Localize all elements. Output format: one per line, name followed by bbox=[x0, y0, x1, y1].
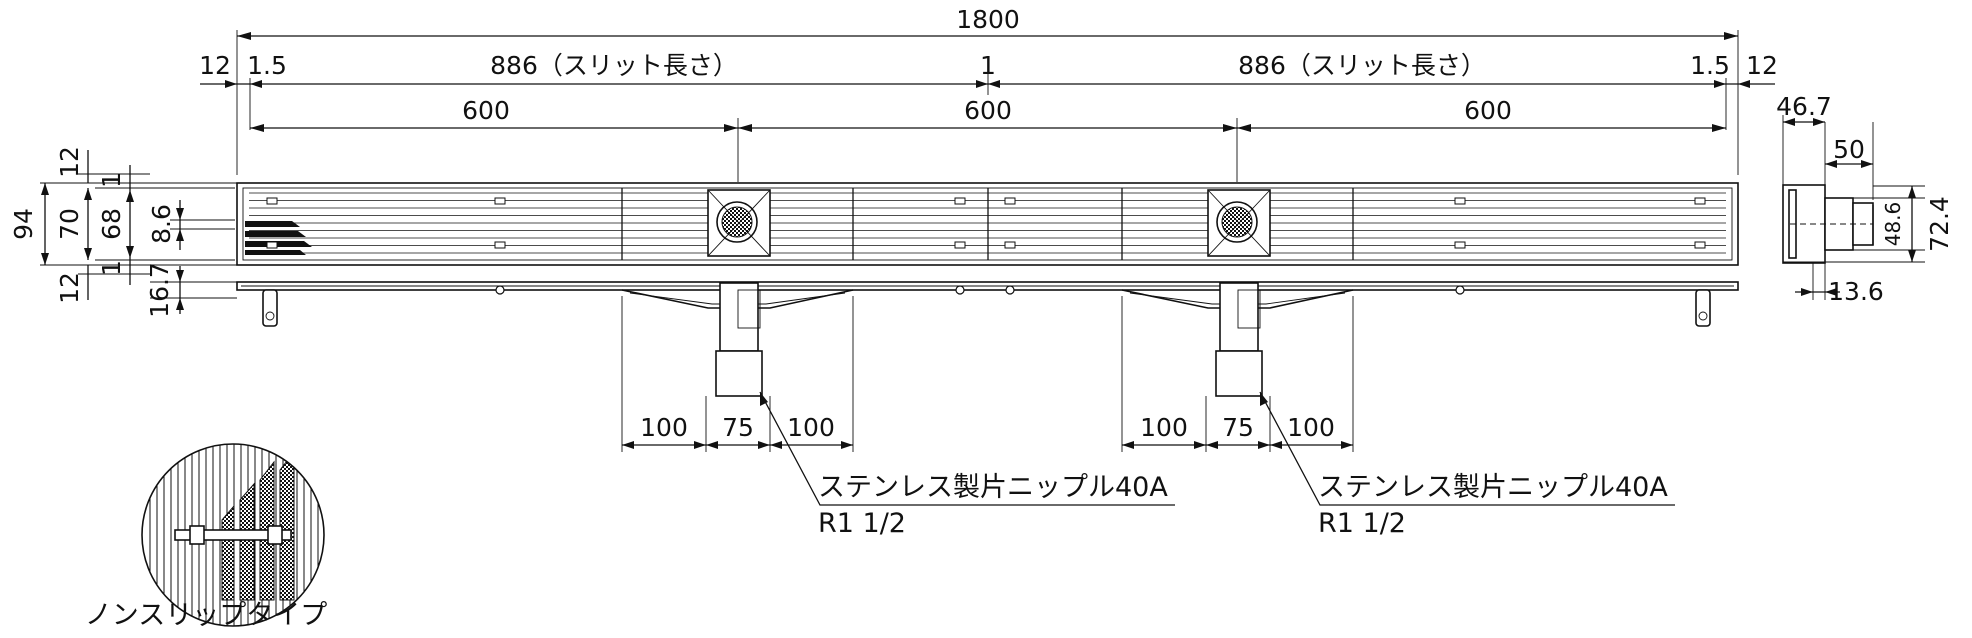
dim-end-gap-left: 12 bbox=[199, 51, 231, 80]
dim-outlet-right-b: 75 bbox=[1222, 413, 1254, 442]
grate-clip bbox=[1004, 197, 1016, 205]
detail-caption: ノンスリップタイプ bbox=[85, 600, 327, 631]
dim-side-depth: 50 bbox=[1833, 135, 1865, 164]
dim-lip-bottom: 1 bbox=[97, 260, 126, 276]
left-width-dimensions bbox=[40, 150, 237, 300]
grate-clip bbox=[494, 197, 506, 205]
dim-slit-length-left: 886（スリット長さ） bbox=[490, 51, 738, 80]
dim-slit-length-right: 886（スリット長さ） bbox=[1238, 51, 1486, 80]
dim-outlet-right-c: 100 bbox=[1287, 413, 1335, 442]
dim-end-offset-left: 1.5 bbox=[247, 51, 287, 80]
plan-outlet-right bbox=[1207, 189, 1271, 257]
non-slip-hatch bbox=[245, 221, 312, 255]
frame-bolt bbox=[955, 285, 965, 295]
top-dimension-lines bbox=[200, 30, 1775, 182]
grate-clip bbox=[1454, 241, 1466, 249]
dim-outlet-left-b: 75 bbox=[722, 413, 754, 442]
grate-clip bbox=[266, 241, 278, 249]
dim-outlet-right-a: 100 bbox=[1140, 413, 1188, 442]
note-thread-right: R1 1/2 bbox=[1318, 508, 1406, 539]
dim-frame-height: 16.7 bbox=[145, 262, 174, 318]
grate-clip bbox=[1454, 197, 1466, 205]
grate-clip bbox=[1694, 197, 1706, 205]
dim-slot-width: 8.6 bbox=[147, 204, 176, 244]
dim-inner-width: 70 bbox=[55, 208, 84, 240]
dim-flange-bottom: 12 bbox=[55, 272, 84, 304]
plan-outlet-left bbox=[707, 189, 771, 257]
outlet-dimension-lines bbox=[621, 296, 1675, 506]
dim-end-gap-right: 12 bbox=[1746, 51, 1778, 80]
dim-center-gap: 1 bbox=[980, 51, 996, 80]
side-section-view bbox=[1782, 115, 1925, 300]
grate-clip bbox=[1694, 241, 1706, 249]
dim-pitch-2: 600 bbox=[964, 96, 1012, 125]
dim-side-pipe: 48.6 bbox=[1881, 202, 1905, 247]
grate-clip bbox=[494, 241, 506, 249]
elevation-view bbox=[150, 266, 1739, 397]
dim-lip-top: 1 bbox=[97, 172, 126, 188]
note-thread-left: R1 1/2 bbox=[818, 508, 906, 539]
dim-outlet-left-a: 100 bbox=[640, 413, 688, 442]
grate-clip bbox=[1004, 241, 1016, 249]
frame-bolt bbox=[495, 285, 505, 295]
dim-pitch-1: 600 bbox=[462, 96, 510, 125]
frame-bolt bbox=[1455, 285, 1465, 295]
elevation-outlet-left bbox=[621, 282, 854, 397]
dim-side-height: 72.4 bbox=[1925, 196, 1954, 252]
dim-overall-length: 1800 bbox=[956, 5, 1020, 34]
note-nipple-right: ステンレス製片ニップル40A bbox=[1318, 472, 1668, 503]
frame-bolt bbox=[1005, 285, 1015, 295]
dim-outlet-left-c: 100 bbox=[787, 413, 835, 442]
dim-grate-width: 68 bbox=[97, 208, 126, 240]
dim-side-width: 46.7 bbox=[1776, 92, 1832, 121]
grate-clip bbox=[954, 197, 966, 205]
grate-clip bbox=[954, 241, 966, 249]
elevation-outlet-right bbox=[1121, 282, 1354, 397]
dim-overall-width: 94 bbox=[9, 208, 38, 240]
dim-flange-top: 12 bbox=[55, 146, 84, 178]
grate-clip bbox=[266, 197, 278, 205]
dim-side-offset: 13.6 bbox=[1828, 277, 1884, 306]
dim-pitch-3: 600 bbox=[1464, 96, 1512, 125]
plan-view-grating bbox=[236, 182, 1739, 266]
note-nipple-left: ステンレス製片ニップル40A bbox=[818, 472, 1168, 503]
dim-end-offset-right: 1.5 bbox=[1690, 51, 1730, 80]
